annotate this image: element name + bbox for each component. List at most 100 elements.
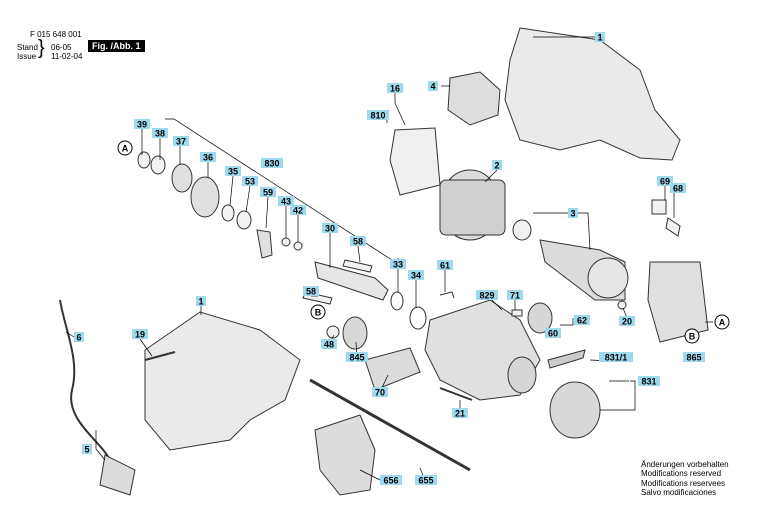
ref-marker-A: A xyxy=(117,140,133,156)
ref-marker-circle xyxy=(714,314,730,330)
callout-box xyxy=(260,187,276,197)
callout-text: 30 xyxy=(325,224,335,234)
callout-48: 48 xyxy=(321,339,337,350)
callout-box xyxy=(428,81,438,91)
screw-19 xyxy=(144,351,176,361)
ref-marker-text: A xyxy=(719,318,726,328)
rear-housing-part xyxy=(647,261,709,343)
part-20 xyxy=(617,300,627,310)
callout-34: 34 xyxy=(408,270,424,281)
callout-box xyxy=(322,223,338,233)
chuck-part xyxy=(549,381,601,439)
callout-text: 6 xyxy=(76,333,81,343)
callout-box xyxy=(346,352,368,362)
depth-stop-655 xyxy=(309,378,471,472)
callout-text: 39 xyxy=(137,120,147,130)
callout-6: 6 xyxy=(74,332,84,343)
callout-21: 21 xyxy=(452,408,468,419)
callout-box xyxy=(82,444,92,454)
callout-text: 35 xyxy=(228,167,238,177)
callout-text: 831 xyxy=(641,377,656,387)
washer-35 xyxy=(221,204,235,222)
callout-39: 39 xyxy=(134,119,150,130)
callout-58: 58 xyxy=(350,236,366,247)
callout-61: 61 xyxy=(437,260,453,271)
callout-865: 865 xyxy=(683,352,705,363)
ref-marker-circle xyxy=(117,140,133,156)
callout-1: 1 xyxy=(196,296,206,307)
callout-text: 43 xyxy=(281,197,291,207)
callout-box xyxy=(350,236,366,246)
callout-4: 4 xyxy=(428,81,438,92)
callout-53: 53 xyxy=(242,176,258,187)
note-line: Änderungen vorbehalten xyxy=(641,460,729,469)
callout-box xyxy=(196,296,206,306)
callout-35: 35 xyxy=(225,166,241,177)
callout-text: 38 xyxy=(155,129,165,139)
callout-text: 58 xyxy=(306,287,316,297)
brush-holder-part xyxy=(389,127,441,196)
housing-half-top xyxy=(504,27,681,161)
callout-box xyxy=(390,259,406,269)
callout-text: 33 xyxy=(393,260,403,270)
part-70 xyxy=(364,347,421,391)
callout-text: 831/1 xyxy=(605,353,628,363)
callout-text: 20 xyxy=(622,317,632,327)
callout-830: 830 xyxy=(261,158,283,169)
callout-text: 4 xyxy=(430,82,435,92)
part-71 xyxy=(511,309,523,317)
callout-text: 34 xyxy=(411,271,421,281)
callout-1: 1 xyxy=(595,32,605,43)
spring-42 xyxy=(293,241,303,251)
switch-part xyxy=(447,71,501,126)
callout-box xyxy=(452,408,468,418)
callout-box xyxy=(74,332,84,342)
callout-box xyxy=(225,166,241,176)
callout-box xyxy=(415,475,437,485)
lever-59 xyxy=(256,229,273,259)
callout-box xyxy=(290,205,306,215)
bearing-washer xyxy=(512,219,532,241)
callout-62: 62 xyxy=(574,315,590,326)
callout-text: 71 xyxy=(510,291,520,301)
armature-fan xyxy=(587,257,629,299)
callout-text: 3 xyxy=(570,209,575,219)
ref-marker-text: B xyxy=(689,332,696,342)
callout-text: 58 xyxy=(353,237,363,247)
callout-text: 1 xyxy=(597,33,602,43)
callout-text: 37 xyxy=(176,137,186,147)
ref-marker-B: B xyxy=(684,328,700,344)
leader-lines xyxy=(65,36,713,481)
callout-text: 53 xyxy=(245,177,255,187)
callout-36: 36 xyxy=(200,152,216,163)
callout-58: 58 xyxy=(303,286,319,297)
callout-text: 810 xyxy=(370,111,385,121)
header-brace: } xyxy=(38,37,45,59)
callout-60: 60 xyxy=(545,328,561,339)
callout-text: 656 xyxy=(383,476,398,486)
callout-810: 810 xyxy=(367,110,389,121)
callout-box xyxy=(200,152,216,162)
issue-label: Issue xyxy=(17,52,37,61)
callout-text: 865 xyxy=(686,353,701,363)
callout-box xyxy=(242,176,258,186)
callout-box xyxy=(574,315,590,325)
callout-text: 68 xyxy=(673,184,683,194)
callout-19: 19 xyxy=(132,329,148,340)
callout-70: 70 xyxy=(372,387,388,398)
callout-831: 831 xyxy=(638,376,660,387)
auxiliary-handle-656 xyxy=(314,414,376,496)
callout-box xyxy=(599,352,633,362)
callout-box xyxy=(638,376,660,386)
callout-38: 38 xyxy=(152,128,168,139)
callout-box xyxy=(683,352,705,362)
callout-box xyxy=(134,119,150,129)
field-coil-body xyxy=(439,179,506,236)
spindle-part xyxy=(314,261,389,301)
callout-829: 829 xyxy=(476,290,498,301)
callout-16: 16 xyxy=(387,83,403,94)
gear-housing-collar xyxy=(507,356,537,394)
callout-box xyxy=(437,260,453,270)
